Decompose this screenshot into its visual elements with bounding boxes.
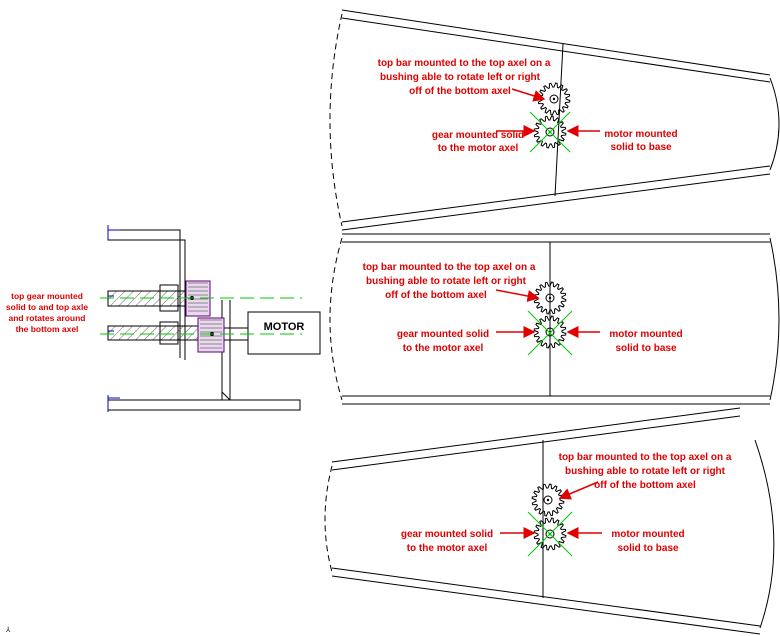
- panel-bottom-right-label: solid to base: [617, 543, 679, 554]
- panel-top-label: off of the bottom axel: [409, 86, 511, 97]
- panel-middle-left-label: gear mounted solid: [397, 329, 489, 340]
- bottom-bracket: [107, 395, 301, 412]
- motor-label: MOTOR: [264, 321, 305, 333]
- panel-bottom-left-arc: [324, 465, 333, 573]
- corner-mark: ⅄: [5, 626, 11, 634]
- side-view-assembly: MOTOR top gear mounted solid to and top …: [5, 225, 321, 634]
- panel-middle-lower-bar: [342, 395, 770, 405]
- panel-middle-green-guides: [527, 310, 573, 356]
- gear-hub: [543, 495, 553, 505]
- panel-bottom: top bar mounted to the top axel on a bus…: [324, 407, 775, 635]
- panel-top-right-label: solid to base: [610, 142, 672, 153]
- gear-center-dot: [548, 296, 552, 300]
- gear-hub: [549, 94, 559, 104]
- panel-bottom-right-arc: [754, 439, 775, 629]
- motor-shaft: [224, 327, 248, 341]
- panel-top-right-arc: [769, 77, 780, 171]
- panel-top-green-guides: [529, 111, 571, 153]
- gear-center-dot: [546, 498, 550, 502]
- panel-top-upper-bar: [341, 9, 771, 83]
- panel-bottom-left-label: gear mounted solid: [401, 529, 493, 540]
- panel-top-left-arc: [329, 13, 343, 227]
- panel-middle-right-label: solid to base: [615, 343, 677, 354]
- panel-middle-right-label: motor mounted: [609, 329, 682, 340]
- panel-middle-label: bushing able to rotate left or right: [366, 276, 527, 287]
- panel-middle-upper-bar: [342, 233, 770, 243]
- gear-hub: [545, 529, 555, 539]
- side-note-line: solid to and top axle: [6, 302, 88, 312]
- panel-middle-left-label: to the motor axel: [403, 343, 484, 354]
- panel-bottom-upper-bar: [331, 407, 741, 471]
- side-note-line: and rotates around: [9, 313, 86, 323]
- panel-bottom-left-label: to the motor axel: [407, 543, 488, 554]
- side-view-note: top gear mounted solid to and top axle a…: [6, 291, 88, 334]
- panel-top-left-label: to the motor axel: [438, 143, 519, 154]
- bottom-bushing: [159, 321, 179, 345]
- gear-hub: [545, 293, 555, 303]
- panel-top-label: bushing able to rotate left or right: [380, 72, 541, 83]
- panel-bottom-label: top bar mounted to the top axel on a: [559, 452, 732, 463]
- gear-center-dot: [552, 97, 556, 101]
- panel-middle-label: top bar mounted to the top axel on a: [363, 262, 536, 273]
- panel-top: top bar mounted to the top axel on a bus…: [329, 9, 780, 231]
- panel-bottom-lower-bar: [331, 567, 761, 635]
- panel-top-label: top bar mounted to the top axel on a: [378, 58, 551, 69]
- side-note-line: the bottom axel: [16, 324, 79, 334]
- panel-bottom-right-label: motor mounted: [611, 529, 684, 540]
- gear-teeth: [533, 115, 567, 149]
- gear-teeth: [533, 315, 567, 349]
- panel-top-right-label: motor mounted: [604, 129, 677, 140]
- motor-body: [247, 311, 321, 355]
- panel-top-lower-bar: [341, 165, 771, 231]
- gear-teeth: [531, 483, 565, 517]
- gear-hub: [545, 127, 555, 137]
- bottom-gear-side: [197, 317, 225, 353]
- panel-bottom-gear-upper: [531, 483, 565, 517]
- gear-hub: [545, 327, 555, 337]
- panel-middle-right-arc: [769, 237, 780, 401]
- panel-top-left-label: gear mounted solid: [432, 130, 524, 141]
- panel-middle: top bar mounted to the top axel on a bus…: [329, 233, 780, 405]
- side-note-line: top gear mounted: [11, 291, 83, 301]
- panel-bottom-label: off of the bottom axel: [594, 480, 696, 491]
- panel-bottom-label: bushing able to rotate left or right: [565, 466, 726, 477]
- panel-middle-label: off of the bottom axel: [385, 290, 487, 301]
- bottom-axle: [107, 325, 199, 341]
- panel-bottom-green-guides: [527, 511, 573, 557]
- gear-teeth: [533, 517, 567, 551]
- panel-middle-left-arc: [329, 237, 343, 401]
